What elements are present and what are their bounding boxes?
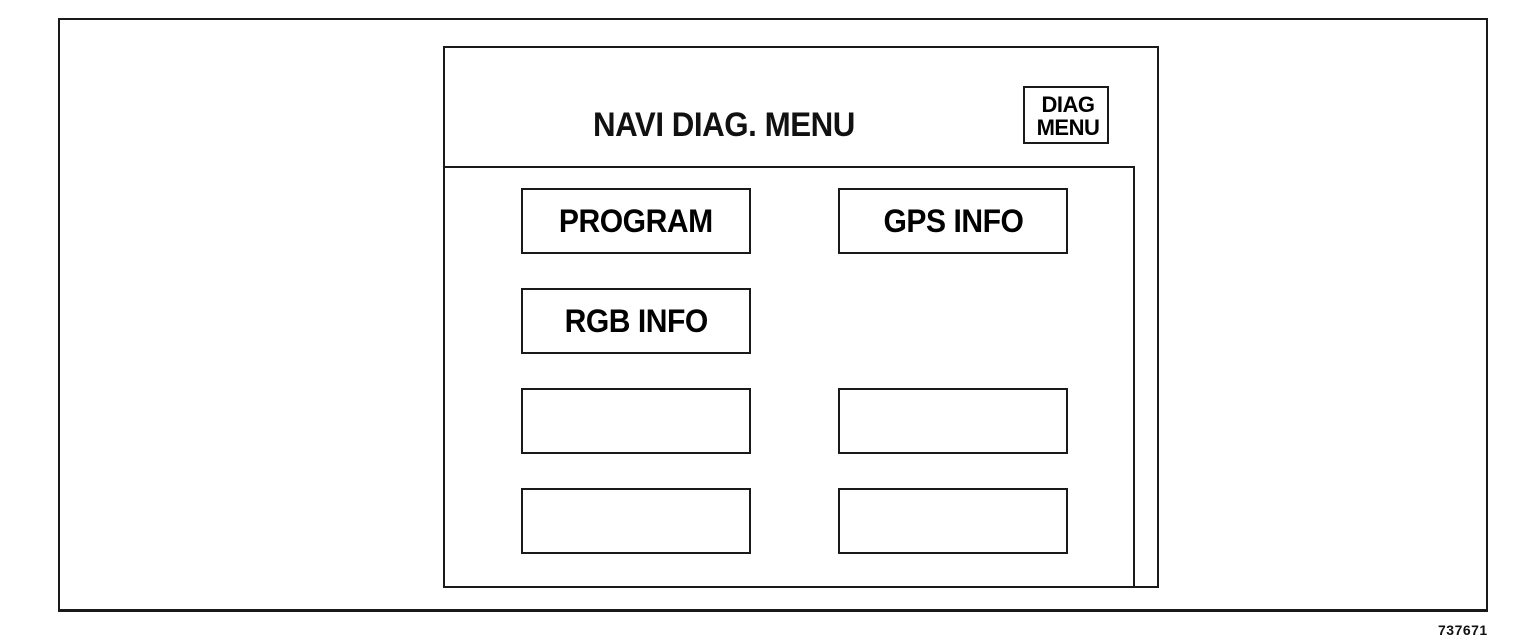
rgb-info-button[interactable]: RGB INFO [521,288,751,354]
diag-menu-label-line1: DIAG [1041,91,1096,117]
navi-diag-screen: NAVI DIAG. MENU DIAG MENU PROGRAM GPS IN… [443,46,1159,588]
menu-panel: PROGRAM GPS INFO RGB INFO [445,166,1135,586]
blank-button-2[interactable] [838,388,1068,454]
blank-button-1[interactable] [521,388,751,454]
diag-menu-button[interactable]: DIAG MENU [1023,86,1109,144]
rgb-info-button-label: RGB INFO [564,302,708,339]
figure-number: 737671 [1438,622,1488,638]
program-button-label: PROGRAM [559,202,713,239]
blank-button-3[interactable] [521,488,751,554]
program-button[interactable]: PROGRAM [521,188,751,254]
screen-title: NAVI DIAG. MENU [593,106,855,144]
gps-info-button-label: GPS INFO [883,202,1023,239]
blank-button-4[interactable] [838,488,1068,554]
gps-info-button[interactable]: GPS INFO [838,188,1068,254]
figure-frame [58,18,1488,612]
diag-menu-label-line2: MENU [1036,114,1100,140]
